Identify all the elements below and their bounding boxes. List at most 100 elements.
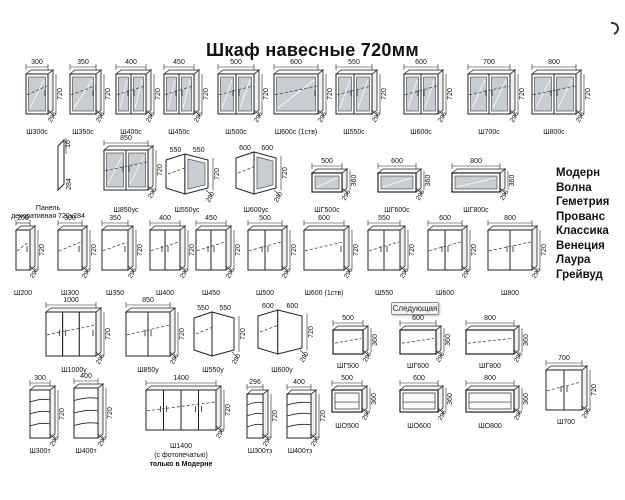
cabinet-side [127,225,134,271]
width-label: 550 [193,147,205,154]
hinge-line [468,85,510,96]
cabinet-top [330,385,369,391]
dimension-line [193,109,201,117]
width-label: 850 [120,135,132,142]
depth-label: 296 [437,408,449,421]
width-label: 800 [548,59,560,66]
glass-reflection [167,79,176,109]
width-label: 350 [77,59,89,66]
dimension-line [205,189,213,197]
width-label: 550 [170,147,182,154]
height-label: 720 [225,404,232,416]
dimension-line [169,351,177,359]
height-label: 720 [39,244,46,256]
cabinet-note: только в Модерне [150,461,213,468]
dimension-line [461,265,469,273]
style-list: Модерн Волна Геметрия Прованс Классика В… [556,166,609,282]
width-label: 800 [484,375,496,382]
cabinet-label: Ш500 [256,290,274,297]
door-panel [210,229,227,271]
height-label: 720 [179,328,186,340]
height-label: 720 [591,384,598,396]
width-label: 550 [348,59,360,66]
cabinet-label: ШГ600с [384,207,410,214]
height-label: 360 [523,334,530,346]
hinge-line [237,166,255,174]
cabinet-label: Ш700с [478,129,500,136]
width-label: 300 [64,215,76,222]
depth-label: 296 [95,352,107,365]
hinge-line [274,85,318,96]
depth-label: 296 [47,110,59,123]
cabinet-side [513,325,520,355]
width-label: 800 [504,215,516,222]
cabinet-top [24,69,55,75]
height-label: 284 [66,178,73,190]
glass-reflection [107,155,123,185]
height-label: 720 [59,408,66,420]
cabinet-side [179,225,186,271]
height-label: 720 [189,244,196,256]
door-panel [563,369,583,411]
cabinet-side [317,69,324,115]
style-item: Венеция [556,239,605,252]
cabinet-label: Ш600с [410,129,432,136]
shelf-line [73,409,99,414]
cabinet-side [399,225,406,271]
cabinet-top [426,225,469,231]
cabinet-side [509,69,516,115]
cabinet-top [44,307,103,313]
glass-reflection [535,79,551,109]
height-label: 360 [447,393,454,405]
cabinet-label: Ш700 [557,419,575,426]
dimension-line [97,433,105,441]
shelf-line [246,401,264,406]
height-label: 720 [105,328,112,340]
dimension-line [179,265,187,273]
dimension-line [95,109,103,117]
glass-reflection [382,177,412,188]
width-label: 550 [219,305,231,312]
cabinet-note: (с фотопечатью) [154,452,208,459]
glass-reflection [407,79,418,109]
dimension-line [513,407,521,415]
cabinet-side [49,385,56,439]
cabinet-label: Ш500с [225,129,247,136]
dimension-line [262,433,270,441]
width-label: 200 [17,215,29,222]
door-panel [383,229,401,271]
height-label: 720 [235,244,242,256]
width-label: 600 [413,375,425,382]
width-label: 600 [290,59,302,66]
width-label: 600 [262,303,274,310]
depth-label: 296 [531,266,543,279]
cabinet-top [216,69,261,75]
cabinet-side [581,365,588,411]
cabinet-side [461,225,468,271]
cabinet-side [95,69,102,115]
depth-label: 296 [145,110,157,123]
height-label: 720 [107,407,114,419]
dimension-line [299,349,307,357]
height-label: 360 [351,175,358,187]
depth-label: 296 [361,408,373,421]
glass-insert [256,156,274,190]
cabinet-top [72,383,105,389]
cabinet-label: Ш550у [202,367,224,374]
height-label: 720 [91,244,98,256]
cabinet-top [376,168,423,174]
cabinet-side [95,307,102,357]
next-button[interactable]: Следующая [391,302,439,315]
hinge-line [304,241,344,252]
width-label: 600 [261,145,273,152]
depth-label: 296 [147,186,159,199]
style-item: Классика [556,225,609,237]
dimension-line [581,405,589,413]
depth-label: 296 [253,110,265,123]
glass-reflection [492,79,507,109]
